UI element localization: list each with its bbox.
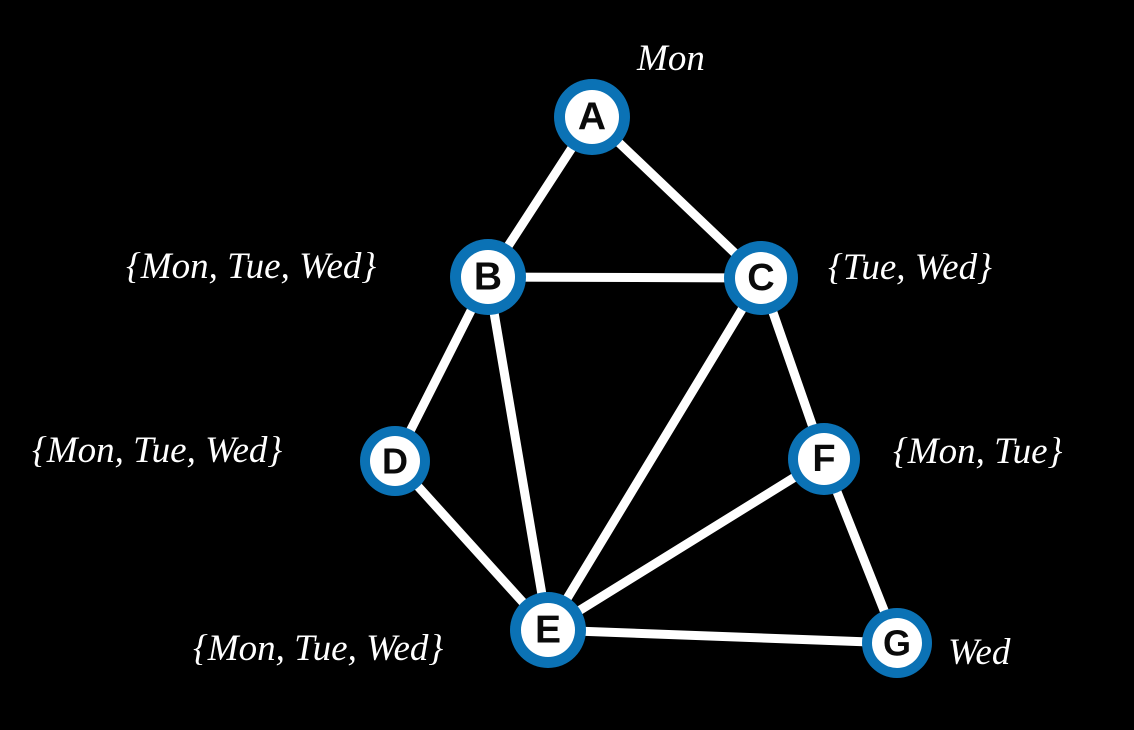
graph-node-b[interactable]: B	[450, 239, 526, 315]
graph-node-g[interactable]: G	[862, 608, 932, 678]
graph-edge-b-e	[483, 272, 553, 635]
graph-node-f[interactable]: F	[788, 423, 860, 495]
graph-node-d[interactable]: D	[360, 426, 430, 496]
graph-edge-a-c	[587, 112, 766, 283]
domain-label-d: {Mon, Tue, Wed}	[32, 430, 283, 471]
node-letter-e: E	[535, 609, 561, 652]
node-letter-f: F	[812, 438, 835, 480]
graph-node-e[interactable]: E	[510, 592, 586, 668]
node-letter-c: C	[747, 257, 774, 299]
node-inner-disc	[370, 436, 420, 486]
edge-layer	[390, 112, 902, 648]
node-letter-b: B	[474, 256, 502, 299]
graph-edge-e-g	[543, 625, 902, 648]
node-inner-disc	[798, 433, 850, 485]
graph-edge-e-f	[543, 454, 829, 635]
graph-edge-b-c	[483, 272, 766, 283]
node-inner-disc	[735, 252, 787, 304]
node-inner-disc	[565, 90, 619, 144]
node-inner-disc	[872, 618, 922, 668]
node-letter-g: G	[883, 623, 911, 664]
graph-node-a[interactable]: A	[554, 79, 630, 155]
node-letter-d: D	[382, 441, 408, 482]
node-inner-disc	[521, 603, 575, 657]
domain-label-c: {Tue, Wed}	[828, 247, 992, 288]
domain-label-g: Wed	[948, 632, 1011, 673]
domain-label-f: {Mon, Tue}	[893, 431, 1063, 472]
domain-label-a: Mon	[637, 38, 705, 79]
node-inner-disc	[461, 250, 515, 304]
node-layer: A B C D E F G	[360, 79, 932, 678]
graph-edge-c-e	[543, 273, 766, 635]
graph-node-c[interactable]: C	[724, 241, 798, 315]
node-letter-a: A	[578, 96, 606, 139]
domain-label-b: {Mon, Tue, Wed}	[126, 246, 377, 287]
domain-label-e: {Mon, Tue, Wed}	[193, 628, 444, 669]
